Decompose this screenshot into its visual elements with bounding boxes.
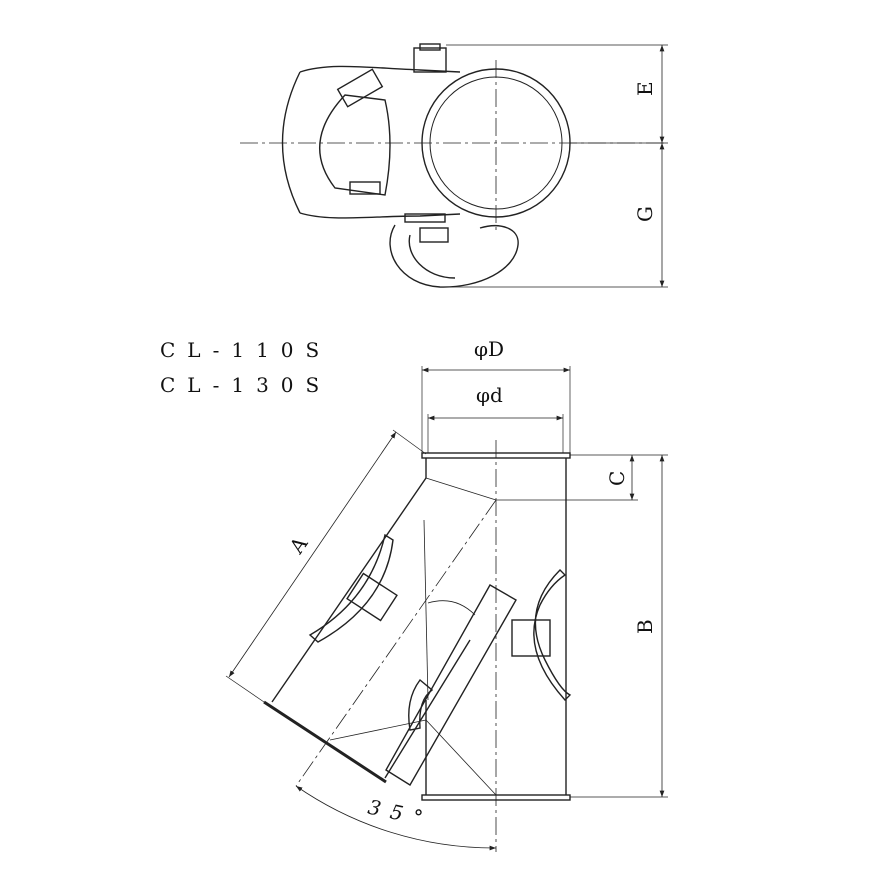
branch-axis <box>295 499 497 787</box>
left-cap <box>281 71 301 214</box>
bottom-lever <box>389 224 519 288</box>
clamp-top <box>336 68 384 108</box>
branch-left-edge <box>271 477 427 703</box>
branch-handle <box>308 533 394 643</box>
top-flange <box>421 452 571 459</box>
model-label-cl130s: CL-130S <box>160 373 332 397</box>
knob-top <box>413 47 447 73</box>
main-handle <box>533 569 572 702</box>
dim-g-label: G <box>633 206 657 222</box>
model-label-cl110s: CL-110S <box>160 338 332 362</box>
side-view: φD φd C B A 35° <box>225 337 668 852</box>
angle-arc <box>295 785 497 851</box>
dim-outer-diameter: φD <box>474 337 504 361</box>
main-handle-box <box>511 619 551 657</box>
dim-b-label: B <box>633 619 657 634</box>
dim-c-label: C <box>605 471 629 486</box>
dim-e-label: E <box>633 81 657 96</box>
top-view: E G <box>240 43 668 288</box>
handle-ring <box>319 94 391 196</box>
dim-inner-diameter: φd <box>476 383 503 407</box>
clamp-bottom <box>349 181 381 195</box>
damper-plate <box>385 584 517 786</box>
branch-right-edge <box>384 639 471 779</box>
branch-flange <box>263 700 387 784</box>
dim-a-label: A <box>284 532 313 559</box>
